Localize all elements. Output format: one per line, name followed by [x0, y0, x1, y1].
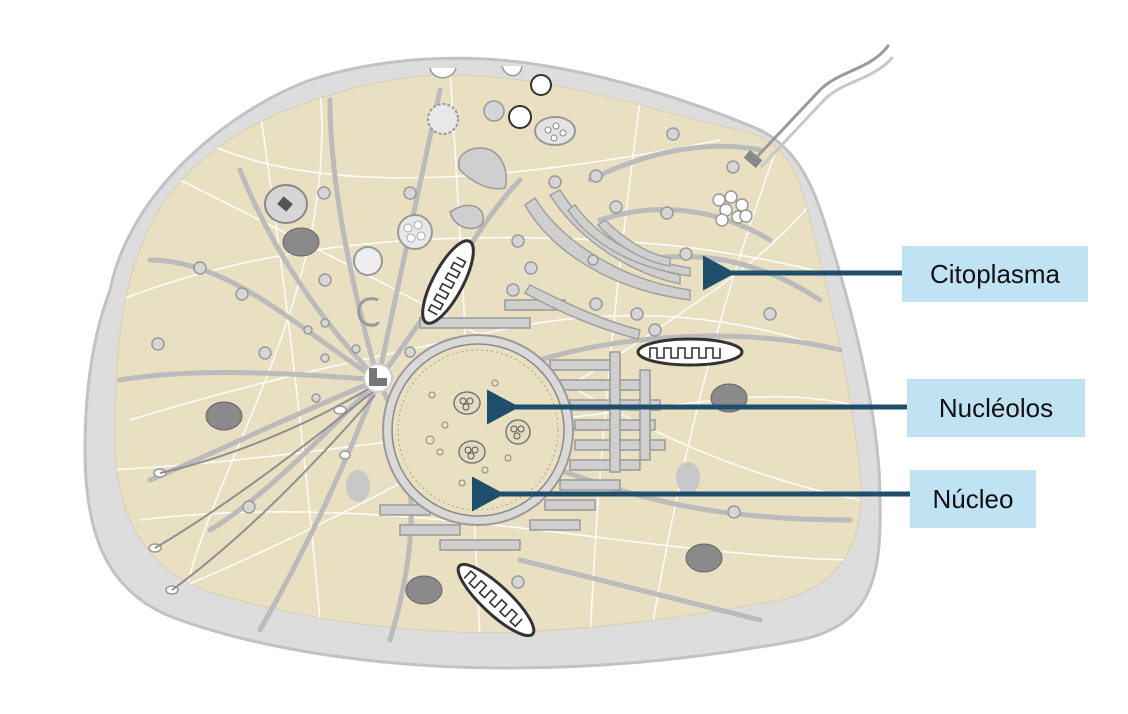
vesicles — [151, 100, 777, 589]
golgi-apparatus — [523, 189, 691, 340]
cilium — [743, 44, 894, 168]
nucleoli — [425, 379, 531, 487]
annotation-arrows — [472, 255, 910, 512]
endocytic-pits — [429, 65, 523, 79]
nucleus-label: Núcleo — [910, 470, 1036, 528]
peroxisomes — [264, 74, 700, 502]
vesicle-cluster — [712, 190, 753, 227]
cytoplasm-label: Citoplasma — [902, 246, 1088, 302]
microtubules-to-edge — [154, 384, 376, 591]
centrosome — [363, 363, 393, 393]
mitochondria — [421, 239, 744, 638]
nucleoli-label: Nucléolos — [907, 379, 1085, 437]
nucleus — [382, 334, 574, 526]
